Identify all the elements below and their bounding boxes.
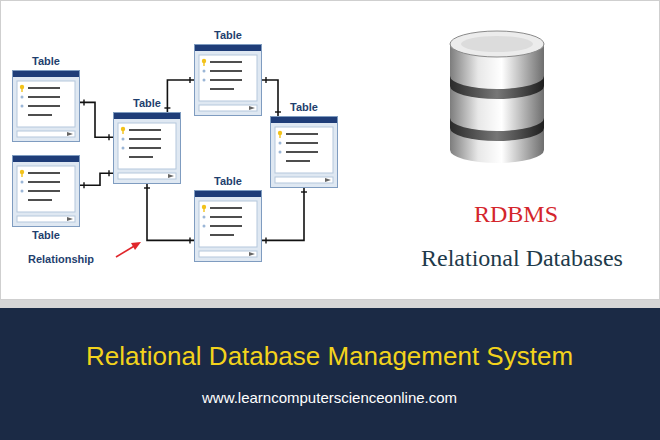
relationship-line [80, 170, 113, 188]
database-icon [450, 31, 544, 163]
table-box: Table [194, 44, 262, 116]
relationship-line [80, 99, 113, 140]
relationship-label: Relationship [28, 253, 94, 266]
table-heading: Table [214, 175, 242, 188]
relationship-line [144, 184, 194, 243]
table-box: Table [12, 70, 80, 142]
table-box: Table [12, 155, 80, 227]
table-heading: Table [290, 101, 318, 114]
table-box: Table [270, 116, 338, 188]
table-heading: Table [32, 229, 60, 242]
table-box: Table [113, 112, 181, 184]
relationship-line [262, 77, 281, 116]
table-heading: Table [214, 29, 242, 42]
top-panel [0, 0, 660, 300]
relationship-pointer [116, 242, 141, 257]
rdbms-label: RDBMS [474, 200, 558, 228]
banner-title: Relational Database Management System [86, 341, 573, 371]
separator [0, 300, 660, 308]
title-band [0, 308, 660, 440]
table-box: Table [194, 190, 262, 262]
table-heading: Table [133, 97, 161, 110]
relationship-line [262, 188, 307, 243]
relationship-line [164, 77, 194, 112]
website-url: www.learncomputerscienceonline.com [202, 389, 457, 407]
subtitle-label: Relational Databases [421, 244, 623, 272]
table-heading: Table [32, 55, 60, 68]
